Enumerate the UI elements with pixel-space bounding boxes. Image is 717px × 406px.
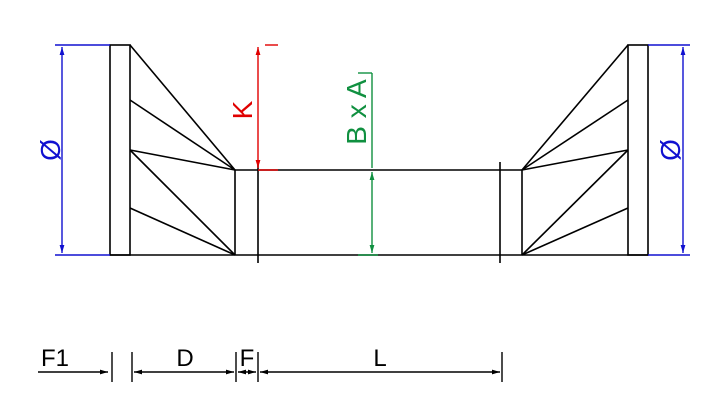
k-dimension: K — [227, 44, 278, 171]
diameter-dimension-right: Ø — [648, 44, 690, 256]
diameter-label-right: Ø — [655, 139, 686, 161]
f1-label: F1 — [41, 345, 69, 372]
diameter-dimension-left: Ø — [35, 44, 110, 256]
duct-body — [110, 162, 648, 263]
bxa-label: B x A — [341, 79, 372, 145]
k-label: K — [227, 100, 258, 119]
l-label: L — [373, 345, 386, 372]
left-flange — [109, 44, 236, 256]
length-dimensions: F1 D F L — [38, 345, 503, 382]
diameter-label-left: Ø — [35, 139, 66, 161]
f-label: F — [240, 345, 255, 372]
bxa-dimension: B x A — [341, 72, 378, 256]
d-label: D — [176, 345, 193, 372]
right-flange — [521, 44, 649, 256]
